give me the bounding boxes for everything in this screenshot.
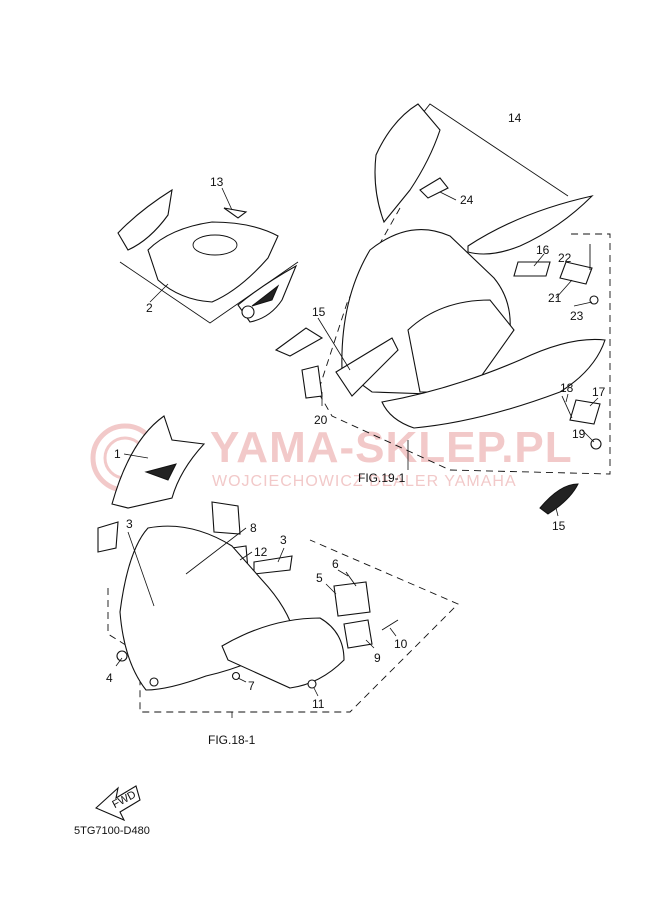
part-2-front-cover xyxy=(147,221,279,303)
front-fender-mount xyxy=(149,677,159,687)
figure-ref-18-1: FIG.18-1 xyxy=(208,733,256,747)
callout-3-left: 3 xyxy=(126,517,133,531)
callout-17: 17 xyxy=(592,385,606,399)
callout-14: 14 xyxy=(508,111,522,125)
callout-3-right: 3 xyxy=(280,533,287,547)
leader-18 xyxy=(565,393,569,403)
leader-15-upper xyxy=(317,317,351,371)
callout-13: 13 xyxy=(210,175,224,189)
callout-15-upper: 15 xyxy=(312,305,326,319)
callout-15-lower: 15 xyxy=(552,519,566,533)
part-8-decal xyxy=(211,501,241,535)
callout-1: 1 xyxy=(114,447,121,461)
callout-labels: 1 2 3 3 4 5 6 7 8 9 10 11 12 13 14 15 15… xyxy=(106,111,606,711)
callout-16: 16 xyxy=(536,243,550,257)
callout-8: 8 xyxy=(250,521,257,535)
part-2-cover-group xyxy=(117,188,299,324)
part-23-nut xyxy=(589,295,599,305)
part-2-grommet xyxy=(241,305,255,319)
storage-box xyxy=(407,299,515,393)
callout-12: 12 xyxy=(254,545,268,559)
front-fender-boundary xyxy=(107,539,459,713)
leader-lines xyxy=(115,187,599,718)
leader-23 xyxy=(573,301,593,307)
callout-5: 5 xyxy=(316,571,323,585)
part-16-decal xyxy=(513,261,551,277)
leader-2 xyxy=(149,283,169,303)
leader-1 xyxy=(123,453,149,459)
watermark: YAMA-SKLEP.PL WOJCIECHOWICZ DEALER YAMAH… xyxy=(90,423,573,493)
leader-9 xyxy=(365,639,375,649)
part-7-grommet xyxy=(231,671,241,681)
part-20-panel xyxy=(301,365,323,399)
leader-21 xyxy=(555,279,573,299)
part-13-clip xyxy=(223,207,248,219)
part-6-screw xyxy=(345,571,357,587)
forward-arrow-icon xyxy=(94,785,141,822)
callout-2: 2 xyxy=(146,301,153,315)
leader-8 xyxy=(185,527,247,575)
part-3-decal-left xyxy=(97,521,119,553)
part-1-visor-shade xyxy=(144,463,177,481)
leader-19 xyxy=(581,429,595,443)
part-14-decal-right xyxy=(467,195,594,255)
leader-13 xyxy=(221,187,233,211)
callout-24: 24 xyxy=(460,193,474,207)
watermark-tagline: WOJCIECHOWICZ DEALER YAMAHA xyxy=(212,473,517,490)
rear-fender-boundary xyxy=(317,207,611,475)
callout-4: 4 xyxy=(106,671,113,685)
forward-arrow: FWD xyxy=(94,785,141,822)
callout-21: 21 xyxy=(548,291,562,305)
part-14-decal-left xyxy=(374,103,441,224)
leader-5 xyxy=(325,583,337,595)
callout-18: 18 xyxy=(560,381,574,395)
callout-7: 7 xyxy=(248,679,255,693)
part-5-plate xyxy=(333,581,371,617)
rear-fender-group xyxy=(274,103,611,515)
part-15-upper-decal xyxy=(274,327,324,357)
leader-3-left xyxy=(127,531,155,607)
leader-24 xyxy=(439,191,457,201)
leader-17 xyxy=(589,397,599,407)
callout-9: 9 xyxy=(374,651,381,665)
leader-11 xyxy=(313,687,319,697)
rear-fender-lower-flap xyxy=(381,338,606,429)
diagram-code: 5TG7100-D480 xyxy=(74,825,150,837)
leader-12 xyxy=(239,551,253,561)
callout-23: 23 xyxy=(570,309,584,323)
leader-6 xyxy=(337,569,349,577)
part-21-plate xyxy=(559,261,593,285)
part-11-nut xyxy=(307,679,317,689)
part-2-rear-piece-shade xyxy=(251,284,280,307)
figure-ref-19-1: FIG.19-1 xyxy=(358,471,406,485)
leader-4 xyxy=(115,657,123,667)
callout-6: 6 xyxy=(332,557,339,571)
part-15-lower-decal xyxy=(539,483,579,515)
part-1-visor xyxy=(111,415,206,509)
part-17-plate xyxy=(569,399,601,425)
watermark-brand: YAMA-SKLEP.PL xyxy=(210,423,573,472)
callout-19: 19 xyxy=(572,427,586,441)
leader-7 xyxy=(237,677,247,683)
leader-15-lower xyxy=(555,507,559,517)
leader-3-right xyxy=(277,547,285,563)
part-24-label xyxy=(419,177,449,199)
callout-11: 11 xyxy=(312,697,325,711)
callout-10: 10 xyxy=(394,637,408,651)
left-side-cover xyxy=(335,337,399,397)
part-10-screw xyxy=(381,619,399,631)
part-4-grommet xyxy=(116,650,128,662)
callout-22: 22 xyxy=(558,251,572,265)
front-fender-group xyxy=(97,415,459,713)
leader-16 xyxy=(533,253,545,267)
part-2-tank-opening xyxy=(192,234,238,256)
part-9-plate xyxy=(343,619,373,649)
part-18-screw xyxy=(561,395,573,419)
callout-20: 20 xyxy=(314,413,328,427)
leader-10 xyxy=(389,627,397,637)
part-2-side-panel xyxy=(117,188,173,251)
